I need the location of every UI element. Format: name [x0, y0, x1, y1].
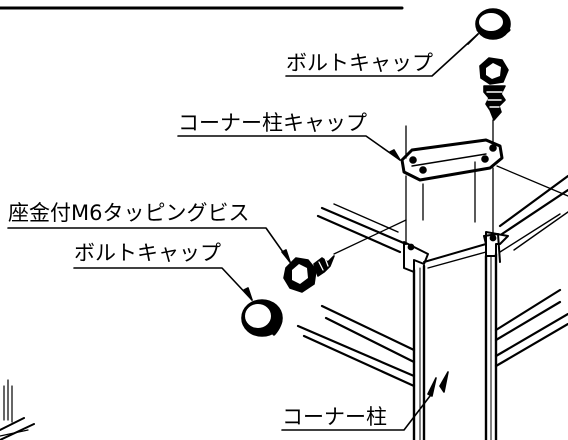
leader-bolt-cap-top	[285, 33, 479, 77]
corner-post-frame	[296, 174, 568, 440]
leader-bolt-cap-left	[73, 267, 253, 301]
leader-screw	[7, 227, 291, 263]
label-corner-post-cap: コーナー柱キャップ	[178, 111, 367, 135]
leader-corner-post	[281, 395, 431, 431]
label-corner-post: コーナー柱	[282, 405, 387, 429]
leader-corner-cap	[177, 135, 401, 161]
frame-fragment-left	[0, 379, 35, 440]
screw-left-part	[283, 255, 335, 293]
corner-post-cap-part	[400, 138, 504, 182]
bolt-cap-top-part	[475, 8, 511, 40]
label-bolt-cap-top: ボルトキャップ	[286, 51, 433, 75]
label-bolt-cap-left: ボルトキャップ	[74, 241, 221, 265]
screw-top-part	[479, 57, 509, 121]
bolt-cap-left-part	[241, 299, 283, 337]
label-tapping-screw: 座金付M6タッピングビス	[8, 201, 250, 225]
